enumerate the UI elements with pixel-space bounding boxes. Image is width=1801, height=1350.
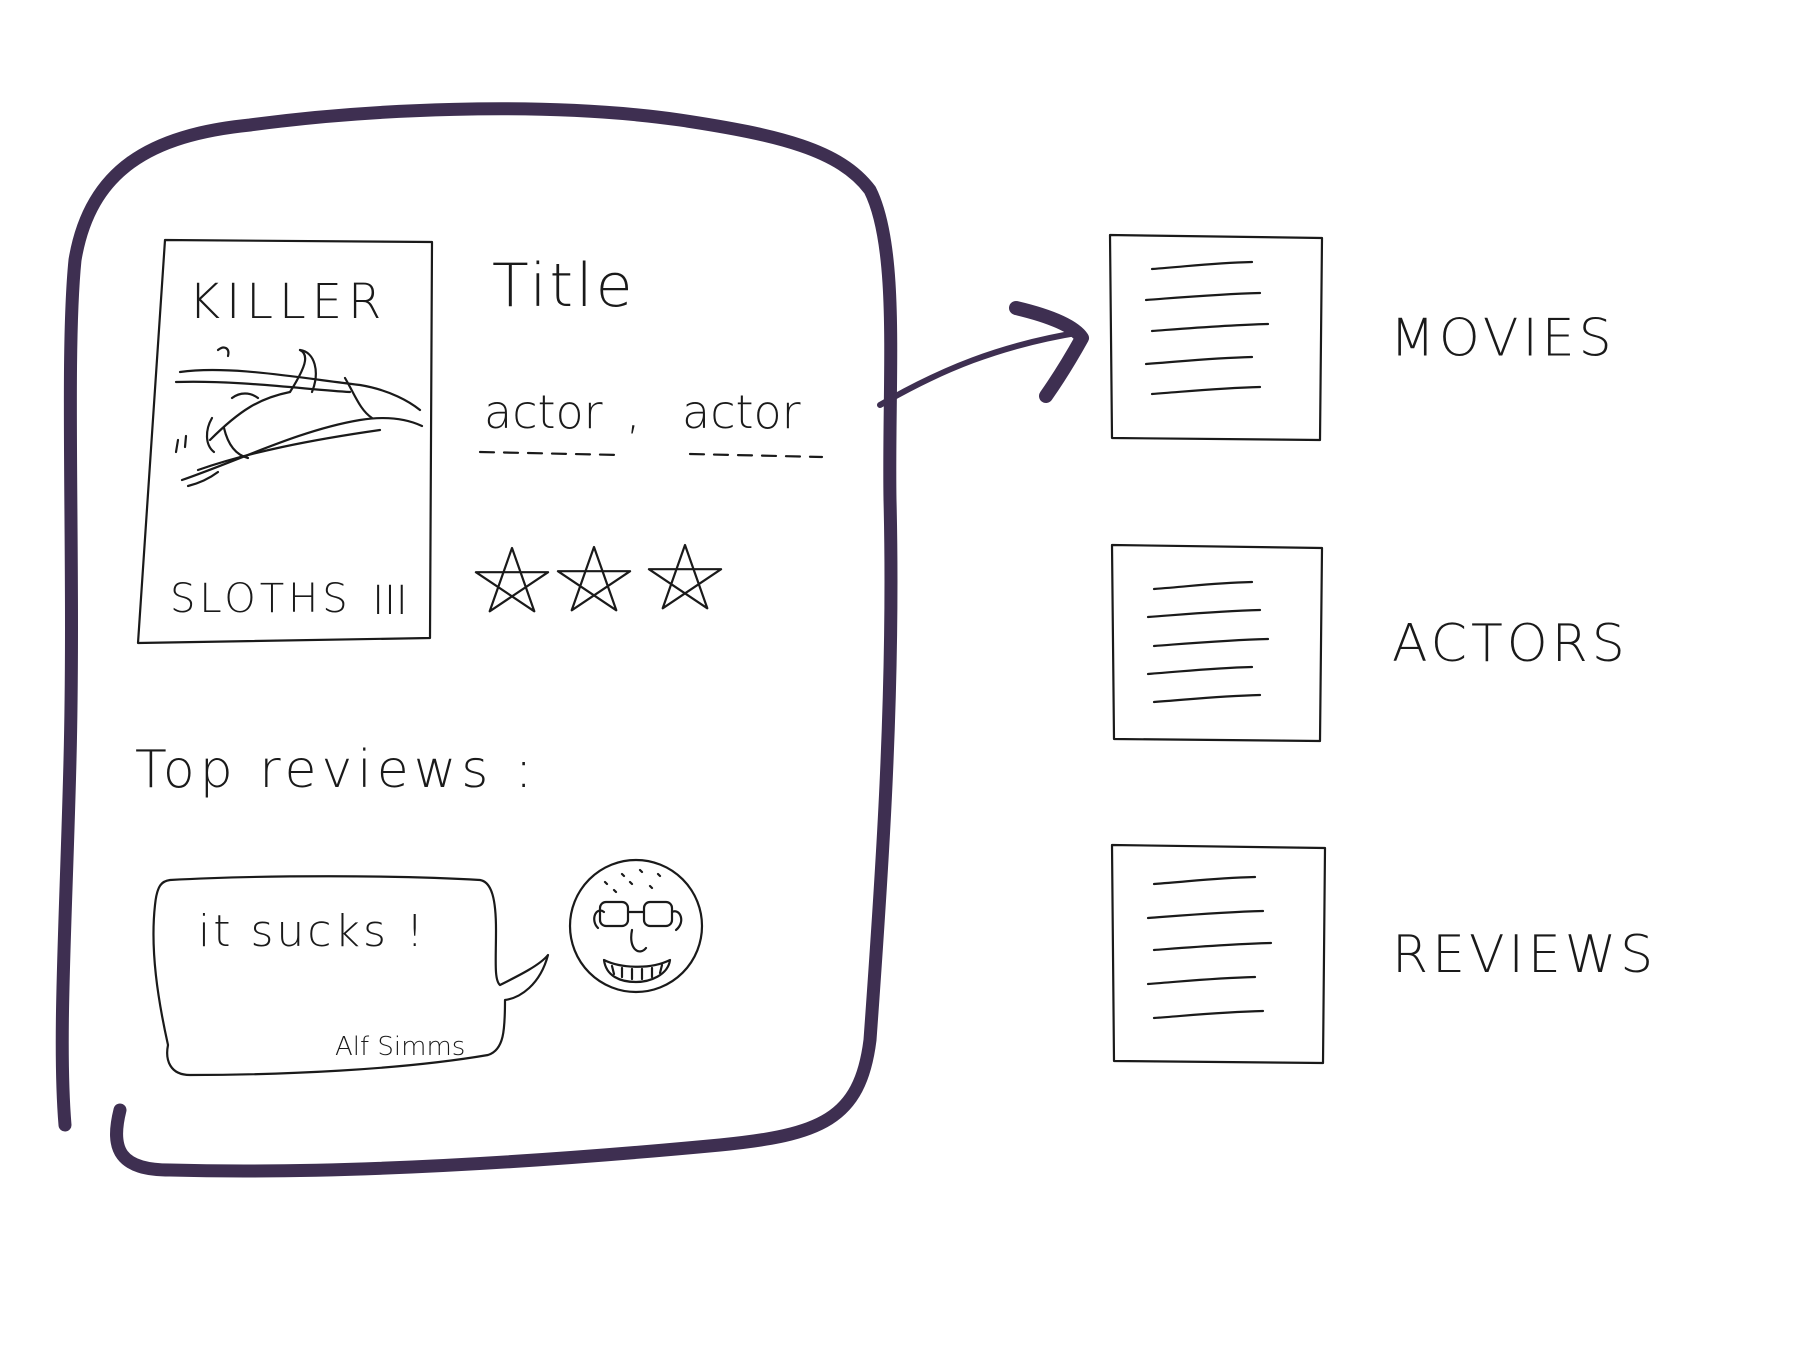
star-icon[interactable] xyxy=(556,545,632,612)
document-line xyxy=(1152,941,1273,952)
poster-top-text: KILLER xyxy=(189,274,388,330)
poster-bottom-text: SLOTHS xyxy=(170,576,352,622)
avatar-circle xyxy=(568,858,704,994)
document-line xyxy=(1146,975,1257,986)
review-author: Alf Simms xyxy=(335,1032,465,1062)
data-source-label: MOVIES xyxy=(1390,309,1616,369)
document-line xyxy=(1146,665,1254,676)
document-line xyxy=(1152,580,1254,591)
document-icon xyxy=(1110,843,1327,1065)
movie-poster[interactable]: KILLER SLOTHS III xyxy=(136,238,434,645)
data-source-label: REVIEWS xyxy=(1392,925,1657,985)
document-line xyxy=(1152,693,1262,704)
data-source-movies[interactable]: MOVIES xyxy=(1108,233,1616,442)
document-line xyxy=(1144,291,1262,302)
glasses-left xyxy=(598,900,630,928)
glasses-right xyxy=(642,900,674,928)
poster-border xyxy=(136,238,434,645)
data-source-label: ACTORS xyxy=(1392,614,1629,674)
actor-link-1[interactable]: actor xyxy=(484,385,603,439)
sloth-illustration xyxy=(174,346,424,488)
data-sources: MOVIES ACTORS REVIEWS xyxy=(1108,233,1657,1065)
document-line xyxy=(1152,875,1257,886)
star-icon[interactable] xyxy=(647,543,723,610)
document-line xyxy=(1146,608,1262,619)
data-source-reviews[interactable]: REVIEWS xyxy=(1110,843,1657,1065)
flow-arrow xyxy=(877,301,1089,408)
review-text: it sucks ! xyxy=(198,906,427,957)
actor-link-underline-1 xyxy=(478,450,622,457)
poster-numeral: III xyxy=(372,578,407,624)
reviewer-avatar[interactable] xyxy=(568,858,704,994)
actor-link-2[interactable]: actor xyxy=(682,385,801,439)
actor-list: actor , actor xyxy=(478,385,824,459)
review-card[interactable]: it sucks ! Alf Simms xyxy=(152,875,550,1077)
screen-frame xyxy=(55,102,898,1178)
actor-separator: , xyxy=(626,385,641,439)
star-icon[interactable] xyxy=(474,546,550,613)
document-icon xyxy=(1108,233,1324,442)
document-line xyxy=(1152,637,1270,648)
document-icon xyxy=(1110,543,1324,743)
document-line xyxy=(1144,355,1254,366)
actor-link-underline-2 xyxy=(688,452,824,459)
document-line xyxy=(1152,1009,1265,1020)
top-reviews-heading: Top reviews : xyxy=(135,740,537,800)
data-source-actors[interactable]: ACTORS xyxy=(1110,543,1629,743)
document-line xyxy=(1146,909,1265,920)
movie-title: Title xyxy=(492,251,636,321)
star-rating[interactable] xyxy=(474,543,723,613)
speech-bubble xyxy=(152,875,550,1077)
document-line xyxy=(1150,322,1270,333)
document-line xyxy=(1150,260,1254,271)
document-line xyxy=(1150,385,1262,396)
